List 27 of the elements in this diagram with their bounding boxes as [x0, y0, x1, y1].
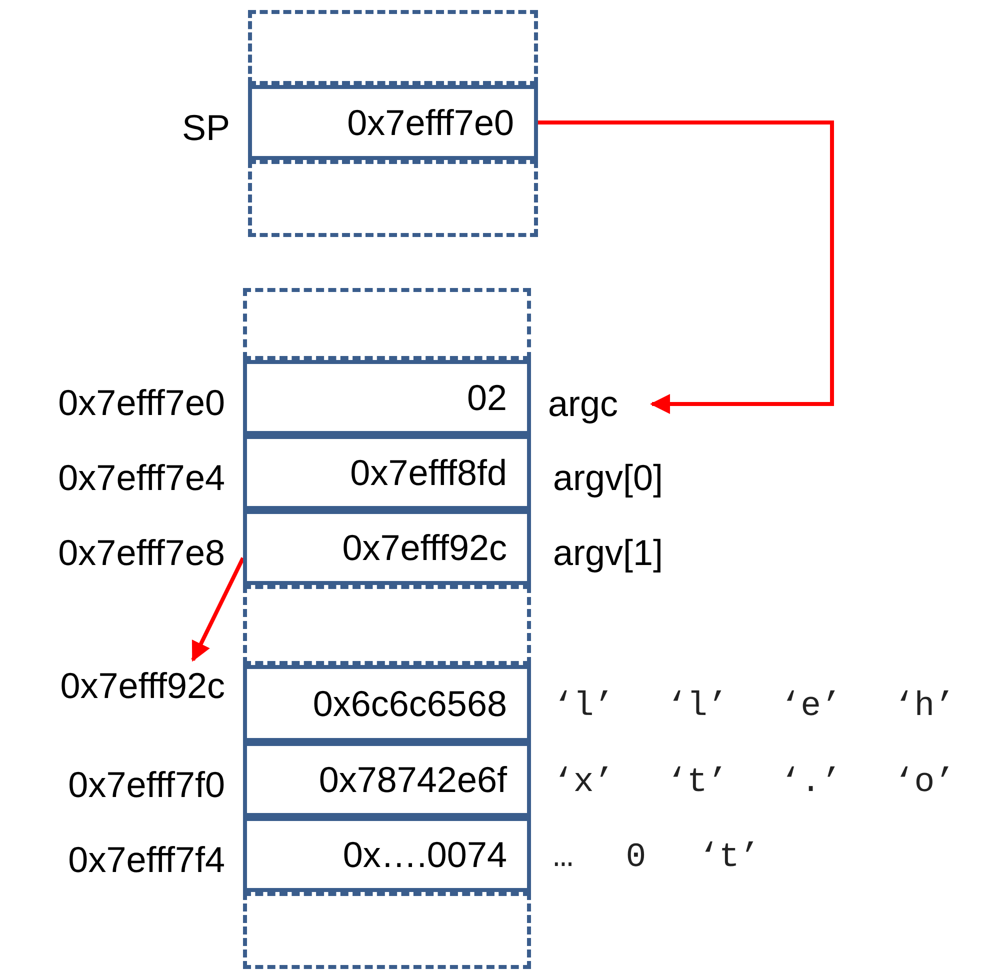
address-label: 0x7efff7e0: [58, 380, 225, 424]
memory-cell: 0x78742e6f: [243, 742, 531, 817]
arrow: [191, 557, 245, 662]
char-values: … 0 ‘t’: [553, 838, 760, 878]
memory-cell: 0x7efff7e0: [248, 85, 538, 160]
address-label: 0x7efff7f0: [68, 762, 225, 806]
memory-cell: 0x7efff8fd: [243, 435, 531, 510]
address-label: argc: [548, 376, 648, 432]
stack-slot: [248, 160, 538, 237]
stack-slot: [243, 892, 531, 969]
variable-label: argv[1]: [553, 530, 664, 574]
address-label: 0x7efff7f4: [68, 838, 225, 882]
stack-slot: [248, 10, 538, 85]
memory-cell: 02: [243, 360, 531, 435]
address-label: 0x7efff7e4: [58, 456, 225, 500]
arrow: [538, 120, 834, 414]
address-label: 0x7efff7e8: [58, 530, 225, 574]
memory-cell: 0x6c6c6568: [243, 665, 531, 742]
char-values: ‘x’ ‘t’ ‘.’ ‘o’: [553, 762, 956, 804]
memory-cell: 0x….0074: [243, 817, 531, 892]
stack-slot: [243, 288, 531, 360]
memory-cell: 0x7efff92c: [243, 510, 531, 585]
address-label: SP: [182, 106, 230, 150]
char-values: ‘l’ ‘l’ ‘e’ ‘h’: [553, 686, 956, 728]
variable-label: argv[0]: [553, 456, 664, 500]
stack-slot: [243, 585, 531, 665]
address-label: 0x7efff92c: [8, 658, 225, 714]
